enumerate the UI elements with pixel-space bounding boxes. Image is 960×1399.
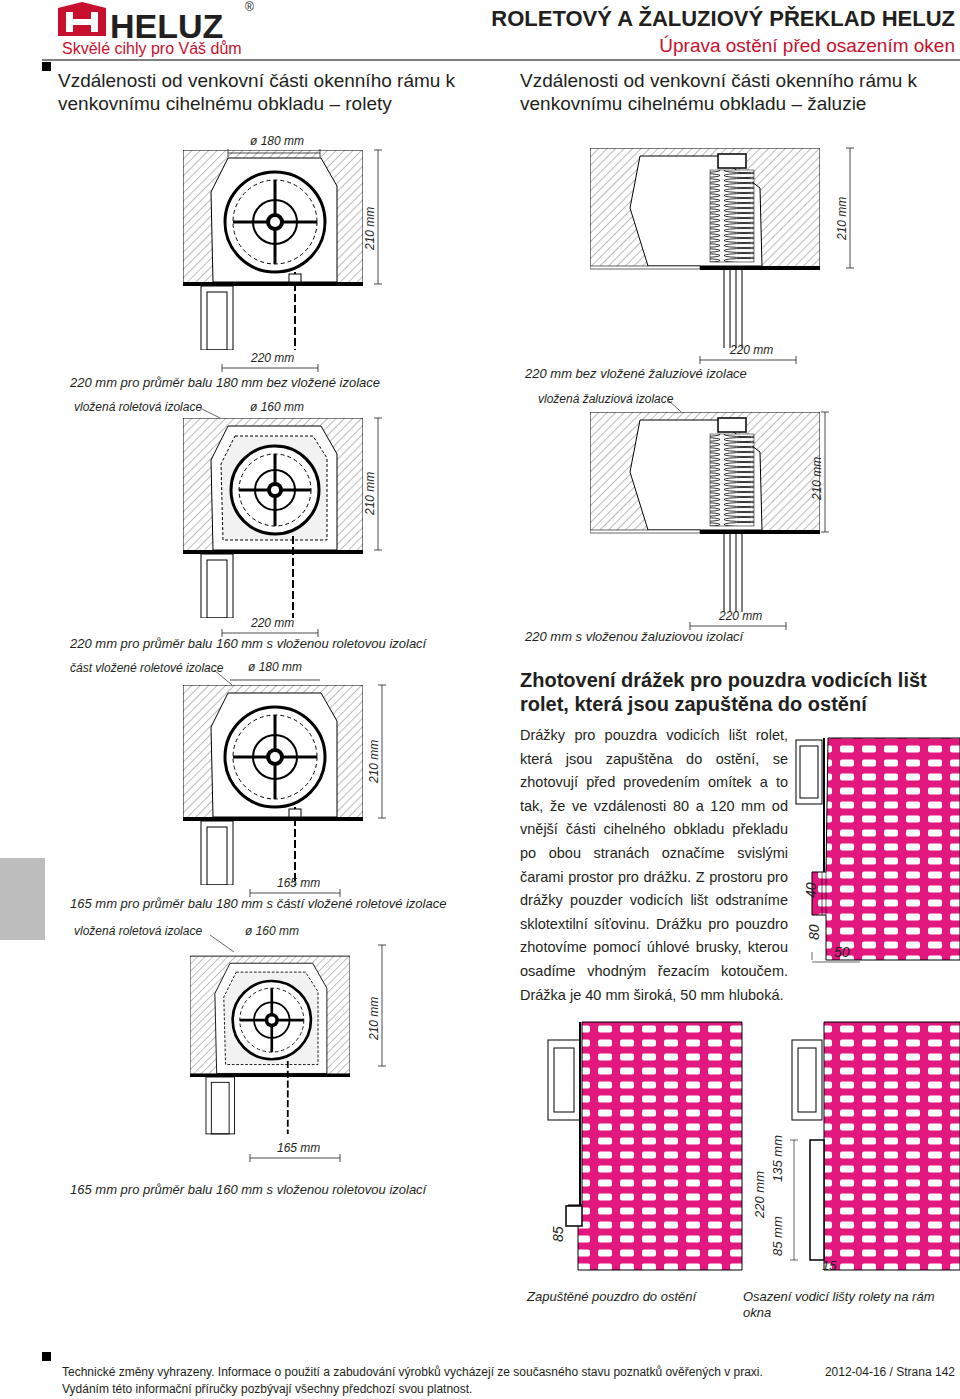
caption: 165 mm pro průměr balu 180 mm s částí vl… xyxy=(70,896,446,912)
caption: 220 mm bez vložené žaluziové izolace xyxy=(525,366,747,382)
callout-label: část vložené roletové izolace xyxy=(70,661,223,675)
dimension-label: 15 xyxy=(822,1258,836,1274)
callout-label: vložená roletová izolace xyxy=(74,400,202,414)
page-title: ROLETOVÝ A ŽALUZIOVÝ PŘEKLAD HELUZ xyxy=(491,6,955,32)
dimension-label: ø 180 mm xyxy=(250,134,304,148)
footer-note: Vydáním této informační příručky pozbýva… xyxy=(62,1382,472,1396)
dimension-label: 210 mm xyxy=(363,207,377,250)
dimension-label: 220 mm xyxy=(719,609,762,623)
body-text: Drážky pro pouzdra vodicích lišt rolet, … xyxy=(520,724,788,1007)
dimension-label: 210 mm xyxy=(367,740,381,783)
section-heading: Zhotovení drážek pro pouzdra vodicích li… xyxy=(520,668,930,716)
slogan: Skvělé cihly pro Váš dům xyxy=(62,39,242,58)
callout-label: vložená roletová izolace xyxy=(74,924,202,938)
caption: 220 mm pro průměr balu 180 mm bez vložen… xyxy=(70,375,380,391)
footer-date: 2012-04-16 / Strana 142 xyxy=(825,1365,955,1379)
caption: 165 mm pro průměr balu 160 mm s vloženou… xyxy=(70,1182,426,1198)
dimension-label: 210 mm xyxy=(363,472,377,515)
callout-label: vložená žaluziová izolace xyxy=(538,392,673,406)
dimension-label: 85 xyxy=(550,1226,567,1242)
subtitle: Úprava ostění před osazením oken xyxy=(659,35,955,58)
dimension-label: 220 mm xyxy=(251,616,294,630)
dimension-label: 85 mm xyxy=(770,1216,786,1256)
caption: 220 mm s vloženou žaluziovou izolací xyxy=(525,629,743,645)
dimension-label: ø 160 mm xyxy=(245,924,299,938)
dimension-label: ø 180 mm xyxy=(248,660,302,674)
dimension-label: 210 mm xyxy=(810,457,824,500)
dimension-label: 220 mm xyxy=(251,351,294,365)
dimension-label: 220 mm xyxy=(752,1171,768,1218)
logo-mark: ® xyxy=(245,0,254,14)
caption: 220 mm pro průměr balu 160 mm s vloženou… xyxy=(70,636,426,652)
caption: Osazení vodicí lišty rolety na rám okna xyxy=(743,1289,948,1320)
dimension-label: 220 mm xyxy=(730,343,773,357)
dimension-label: 165 mm xyxy=(277,876,320,890)
dimension-label: 165 mm xyxy=(277,1141,320,1155)
dimension-label: 50 xyxy=(834,944,850,961)
dimension-label: 80 xyxy=(806,924,823,940)
dimension-label: 135 mm xyxy=(770,1135,786,1182)
footer-note: Technické změny vyhrazeny. Informace o p… xyxy=(62,1365,763,1379)
section-heading: Vzdálenosti od venkovní části okenního r… xyxy=(520,70,955,116)
dimension-label: 210 mm xyxy=(835,197,849,240)
dimension-label: ø 160 mm xyxy=(250,400,304,414)
dimension-label: 210 mm xyxy=(367,997,381,1040)
caption: Zapuštěné pouzdro do ostění xyxy=(527,1289,696,1305)
section-heading: Vzdálenosti od venkovní části okenního r… xyxy=(58,70,498,116)
dimension-label: 40 xyxy=(803,882,820,898)
